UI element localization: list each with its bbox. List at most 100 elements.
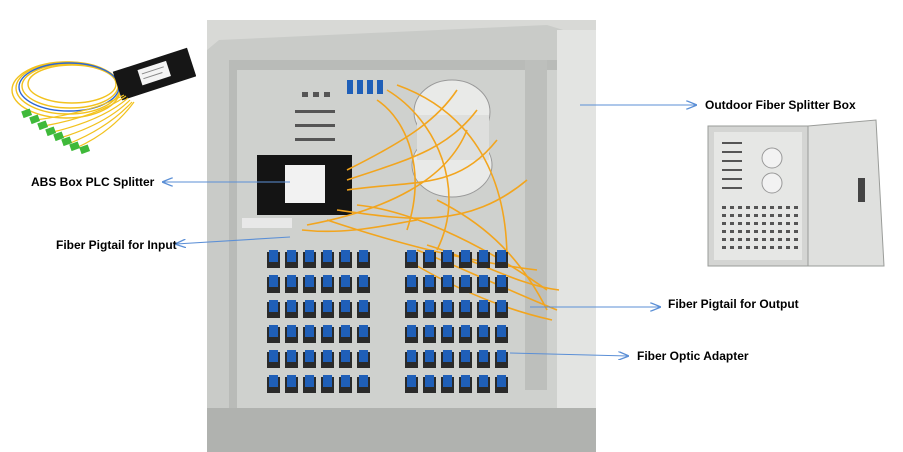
optic-adapter xyxy=(407,350,416,362)
box-adapter-dot xyxy=(738,214,742,217)
optic-adapter xyxy=(269,250,278,262)
box-adapter-dot xyxy=(746,214,750,217)
optic-adapter xyxy=(305,275,314,287)
box-adapter-dot xyxy=(762,246,766,249)
optic-adapter xyxy=(497,325,506,337)
optic-adapter xyxy=(461,350,470,362)
box-adapter-dot xyxy=(770,230,774,233)
optic-adapter xyxy=(461,250,470,262)
box-adapter-dot xyxy=(794,206,798,209)
box-adapter-dot xyxy=(746,238,750,241)
label-optic-adapter: Fiber Optic Adapter xyxy=(637,349,749,363)
box-adapter-dot xyxy=(770,238,774,241)
box-adapter-dot xyxy=(778,214,782,217)
optic-adapter xyxy=(479,300,488,312)
optic-adapter xyxy=(359,250,368,262)
optic-adapter xyxy=(269,275,278,287)
optic-adapter xyxy=(461,325,470,337)
optic-adapter xyxy=(287,350,296,362)
optic-adapter xyxy=(425,250,434,262)
box-adapter-dot xyxy=(722,246,726,249)
optic-adapter xyxy=(461,275,470,287)
box-adapter-dot xyxy=(794,222,798,225)
optic-adapter xyxy=(287,325,296,337)
box-adapter-dot xyxy=(778,230,782,233)
optic-adapter xyxy=(479,250,488,262)
box-adapter-dot xyxy=(754,222,758,225)
optic-adapter xyxy=(305,300,314,312)
box-adapter-dot xyxy=(746,206,750,209)
optic-adapter xyxy=(269,350,278,362)
optic-adapter xyxy=(443,300,452,312)
optic-adapter xyxy=(323,325,332,337)
box-adapter-dot xyxy=(786,246,790,249)
box-adapter-dot xyxy=(786,214,790,217)
box-adapter-dot xyxy=(754,238,758,241)
optic-adapter xyxy=(305,325,314,337)
optic-adapter xyxy=(269,325,278,337)
box-adapter-dot xyxy=(738,230,742,233)
optic-adapter xyxy=(407,325,416,337)
optic-adapter xyxy=(407,250,416,262)
box-adapter-dot xyxy=(738,246,742,249)
optic-adapter xyxy=(359,375,368,387)
box-adapter-dot xyxy=(786,230,790,233)
box-adapter-dot xyxy=(746,230,750,233)
box-adapter-dot xyxy=(762,214,766,217)
optic-adapter xyxy=(497,350,506,362)
optic-adapter xyxy=(443,250,452,262)
optic-adapter xyxy=(479,325,488,337)
box-adapter-dot xyxy=(762,206,766,209)
box-label-strip xyxy=(722,160,742,162)
optic-adapter xyxy=(407,300,416,312)
box-adapter-dot xyxy=(786,222,790,225)
optic-adapter xyxy=(497,275,506,287)
box-adapter-dot xyxy=(738,222,742,225)
box-adapter-dot xyxy=(730,206,734,209)
cabinet-photo xyxy=(207,20,596,452)
optic-adapter xyxy=(287,375,296,387)
box-adapter-dot xyxy=(762,238,766,241)
box-adapter-dot xyxy=(794,246,798,249)
box-label-strip xyxy=(722,178,742,180)
box-adapter-dot xyxy=(746,246,750,249)
box-adapter-dot xyxy=(770,222,774,225)
box-adapter-dot xyxy=(738,206,742,209)
box-adapter-dot xyxy=(722,238,726,241)
optic-adapter xyxy=(287,275,296,287)
optic-adapter xyxy=(479,375,488,387)
optic-adapter xyxy=(305,350,314,362)
box-adapter-dot xyxy=(762,230,766,233)
optic-adapter xyxy=(443,275,452,287)
optic-adapter xyxy=(305,250,314,262)
optic-adapter xyxy=(425,325,434,337)
optic-adapter xyxy=(425,300,434,312)
box-adapter-dot xyxy=(762,222,766,225)
optic-adapter xyxy=(287,300,296,312)
box-adapter-dot xyxy=(770,214,774,217)
optic-adapter xyxy=(443,375,452,387)
box-adapter-dot xyxy=(794,238,798,241)
optic-adapter xyxy=(497,300,506,312)
optic-adapter xyxy=(323,350,332,362)
label-pigtail-output: Fiber Pigtail for Output xyxy=(668,297,799,311)
optic-adapter xyxy=(341,250,350,262)
box-adapter-dot xyxy=(770,246,774,249)
optic-adapter xyxy=(407,275,416,287)
box-adapter-dot xyxy=(786,206,790,209)
box-adapter-dot xyxy=(722,214,726,217)
box-adapter-dot xyxy=(754,214,758,217)
abs-splitter-photo xyxy=(11,47,196,155)
box-adapter-dot xyxy=(722,206,726,209)
optic-adapter xyxy=(269,375,278,387)
box-adapter-dot xyxy=(730,246,734,249)
optic-adapter xyxy=(323,250,332,262)
label-pigtail-input: Fiber Pigtail for Input xyxy=(56,238,177,252)
box-adapter-dot xyxy=(770,206,774,209)
optic-adapter xyxy=(479,275,488,287)
box-adapter-dot xyxy=(754,230,758,233)
box-adapter-dot xyxy=(730,230,734,233)
optic-adapter xyxy=(341,325,350,337)
box-adapter-dot xyxy=(730,222,734,225)
box-adapter-dot xyxy=(794,214,798,217)
